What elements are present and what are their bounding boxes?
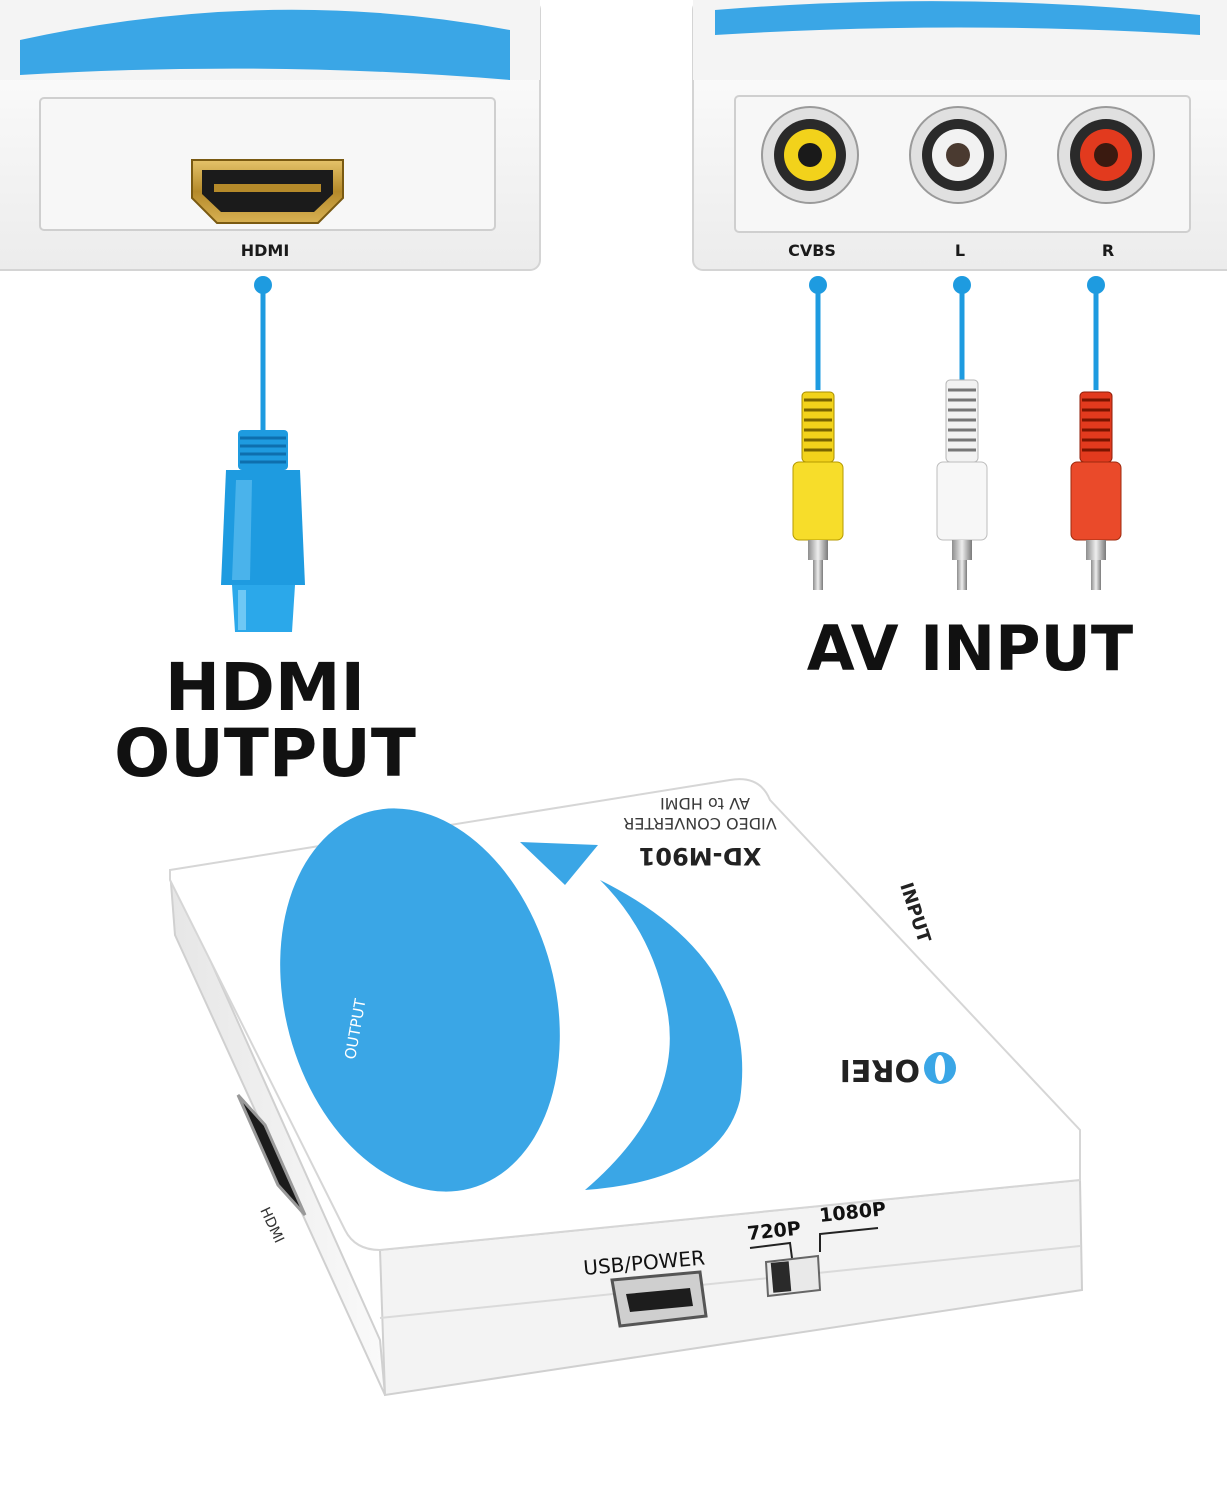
device-blue-arc: [585, 880, 743, 1190]
cvbs-label: CVBS: [788, 241, 836, 260]
hdmi-port: [191, 159, 344, 224]
resolution-switch[interactable]: [764, 1254, 822, 1298]
top-blue-stripe: [20, 9, 510, 80]
hdmi-output-title-line1: HDMI: [164, 649, 366, 726]
hdmi-port-label: HDMI: [241, 241, 290, 260]
rca-plug-red-icon: [1070, 391, 1122, 590]
mini-usb-port: [610, 1270, 708, 1328]
device-input-label: INPUT: [895, 880, 934, 946]
device-side-hdmi-label: HDMI: [256, 1205, 286, 1246]
hdmi-output-title: HDMI OUTPUT: [70, 655, 460, 787]
right-audio-label: R: [1102, 241, 1114, 260]
rca-jack-cvbs: [761, 106, 859, 204]
rca-jack-right: [1057, 106, 1155, 204]
rca-callouts: [809, 276, 1105, 390]
rca-plug-white-icon: [936, 379, 988, 590]
hdmi-cable-icon: [221, 430, 305, 632]
orei-logo: OREI: [840, 1052, 956, 1087]
device-desc-line2: VIDEO CONVERTER: [623, 814, 777, 833]
av-input-title: AV INPUT: [806, 612, 1134, 685]
converter-device: OREI: [169, 778, 1084, 1397]
device-arrow-icon: [520, 842, 598, 885]
orei-logo-text: OREI: [840, 1052, 920, 1087]
hdmi-output-title-line2: OUTPUT: [114, 715, 416, 792]
device-side-hdmi-port: [236, 1093, 307, 1217]
hdmi-callout: [254, 276, 272, 440]
av-input-panel: CVBS L R: [692, 0, 1227, 271]
device-model: XD-M901: [639, 842, 762, 870]
top-blue-stripe-right: [715, 1, 1200, 35]
device-desc-line1: AV to HDMI: [660, 794, 750, 813]
rca-jack-left: [909, 106, 1007, 204]
left-audio-label: L: [955, 241, 965, 260]
hdmi-output-panel: HDMI: [0, 0, 541, 271]
rca-plug-yellow-icon: [792, 391, 844, 590]
device-blue-oval: [280, 808, 560, 1192]
